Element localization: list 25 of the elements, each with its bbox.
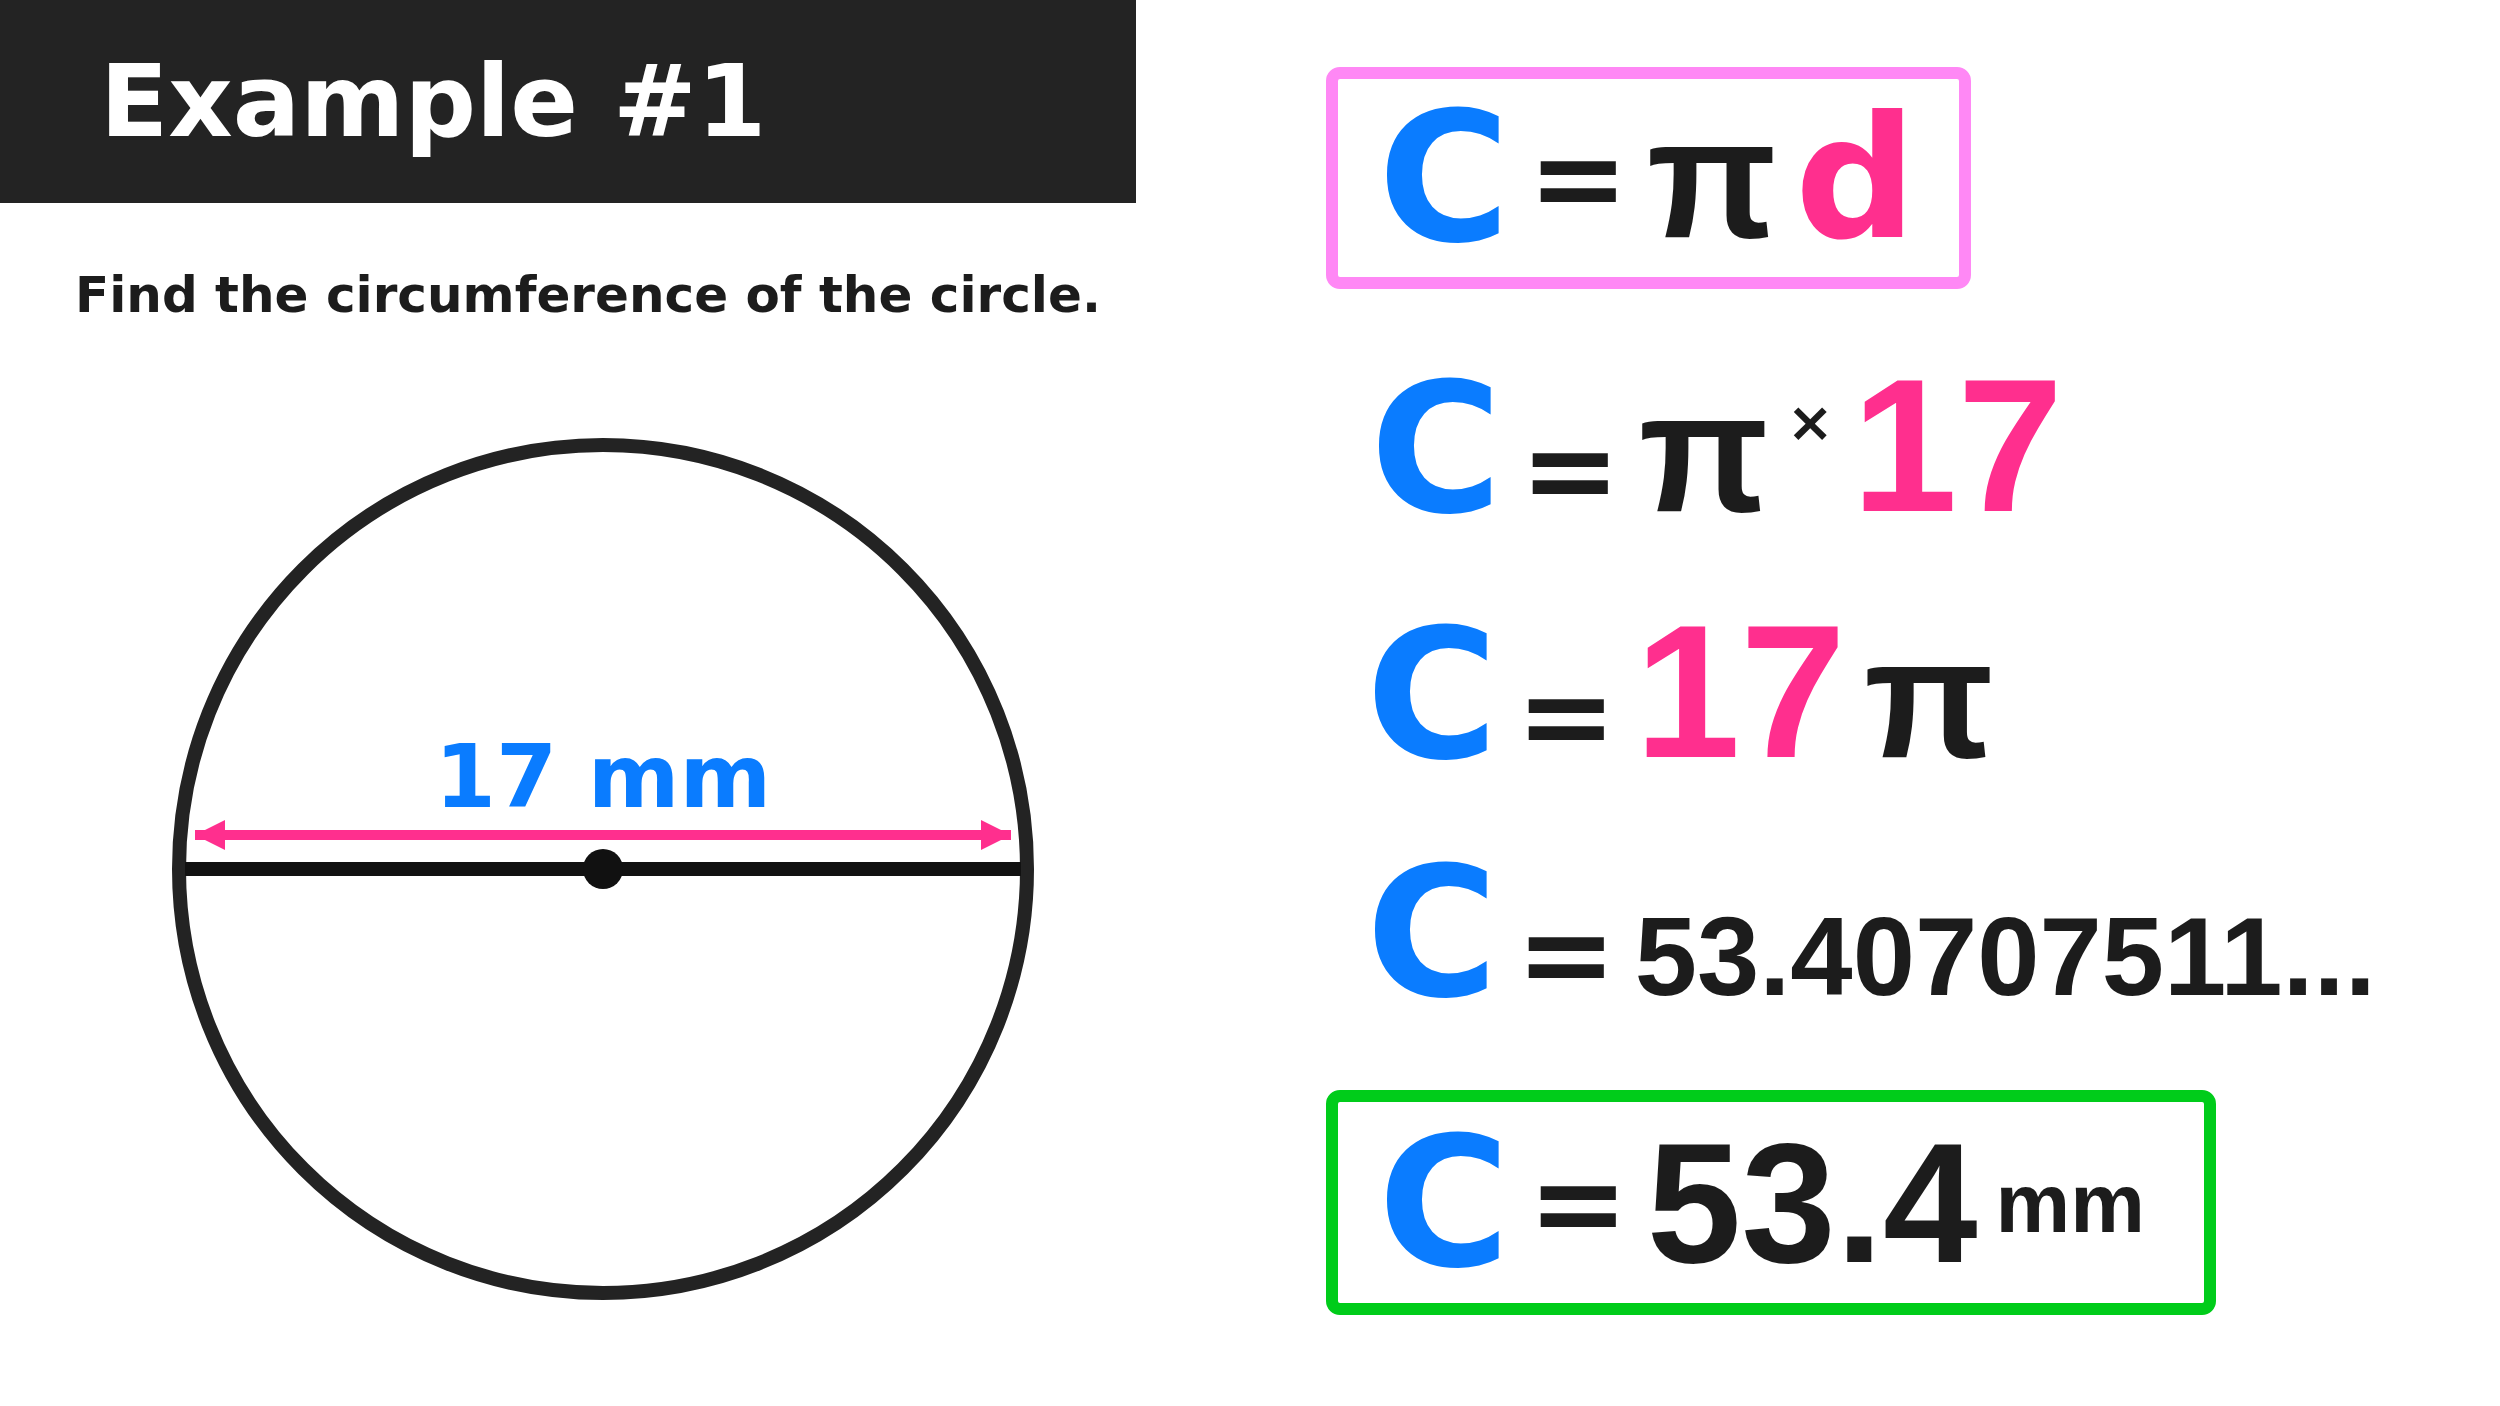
title: Example #1: [100, 43, 767, 160]
variable: C: [1366, 843, 1499, 1023]
variable: d: [1794, 93, 1917, 263]
variable: C: [1370, 359, 1503, 539]
pi-symbol: π: [1864, 613, 1995, 783]
formula-box: [1326, 67, 1971, 289]
number: 17: [1634, 596, 1846, 786]
equals-sign: =: [1528, 1142, 1629, 1263]
variable: C: [1378, 88, 1511, 268]
pi-symbol: π: [1646, 93, 1777, 263]
dimension-label: 17 mm: [433, 725, 773, 828]
pi-symbol: π: [1638, 367, 1769, 537]
formula-box: [1326, 1090, 2216, 1315]
equals-sign: =: [1516, 656, 1617, 776]
variable: C: [1378, 1112, 1511, 1293]
multiplication-sign: ×: [1786, 394, 1834, 450]
equals-sign: =: [1528, 118, 1629, 238]
number: 53.40707511...: [1634, 901, 2376, 1013]
number: 17: [1851, 350, 2064, 540]
unit-label: mm: [1995, 1160, 2145, 1245]
equals-sign: =: [1520, 410, 1621, 530]
instruction-text: Find the circumference of the circle.: [75, 266, 1101, 324]
variable: C: [1366, 605, 1499, 785]
number: 53.4: [1646, 1117, 1978, 1288]
equals-sign: =: [1516, 894, 1617, 1014]
